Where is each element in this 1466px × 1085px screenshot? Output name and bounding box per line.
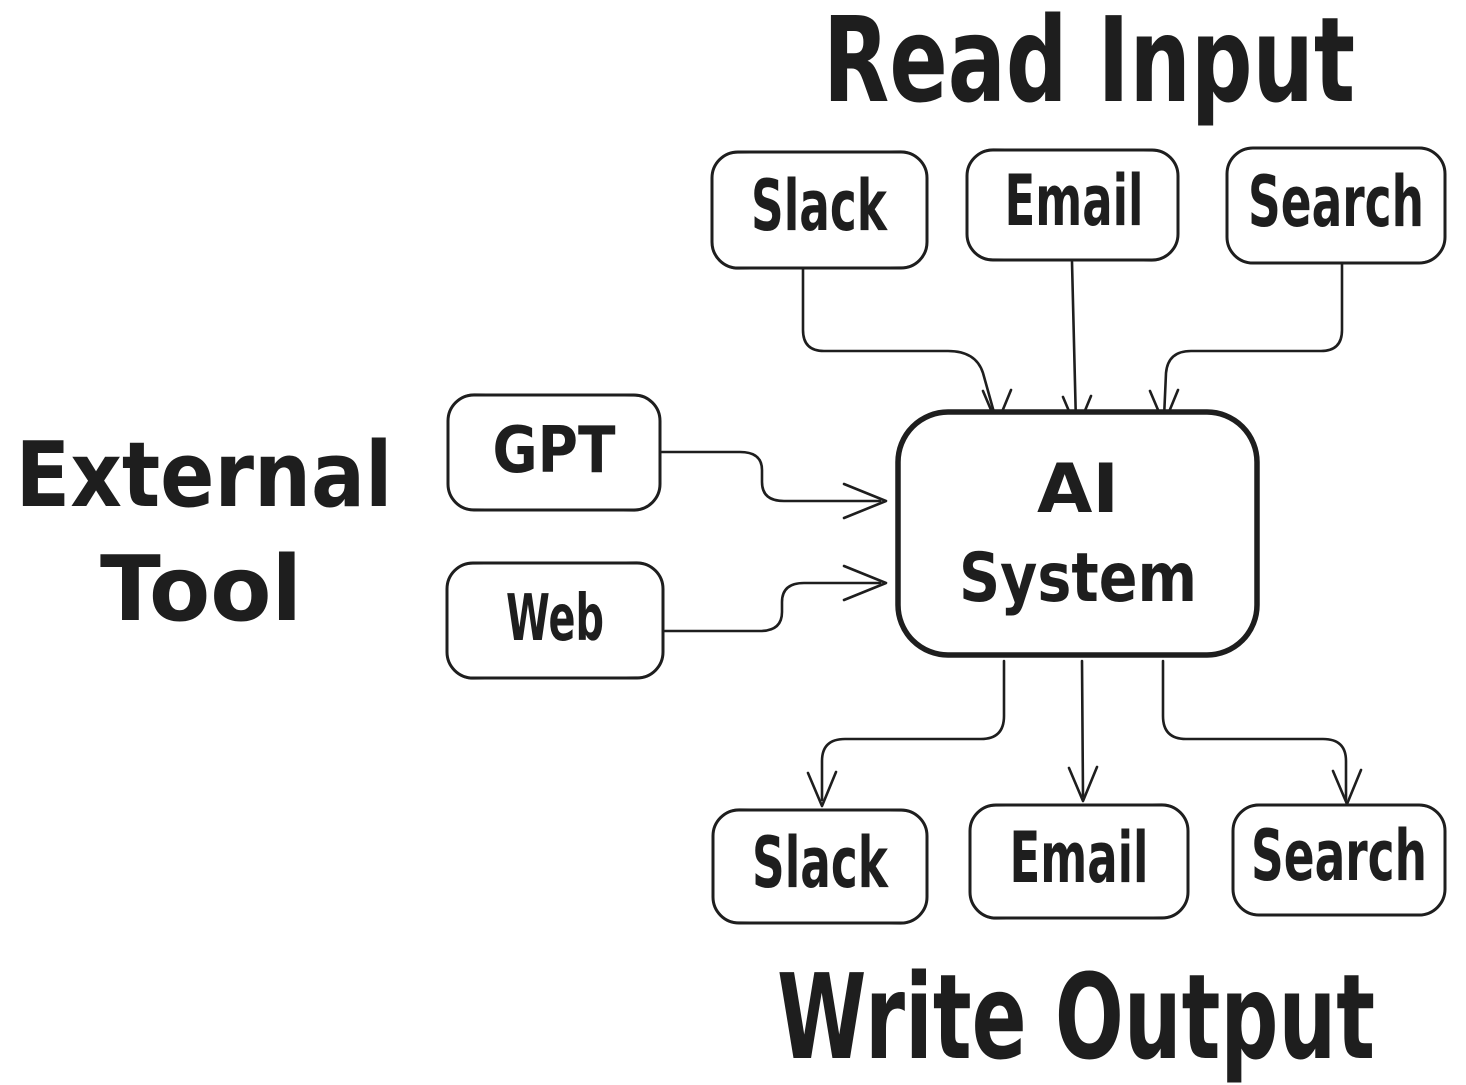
arrow-ai-to-output-search — [1161, 659, 1363, 806]
arrow-line — [1161, 659, 1348, 801]
arrow-line — [663, 581, 882, 633]
node-ai-system-label-line1: AI — [1037, 450, 1119, 529]
node-output-search: Search — [1231, 803, 1447, 917]
arrow-line — [660, 450, 882, 503]
node-web: Web — [445, 561, 665, 680]
arrow-web-to-ai — [663, 564, 888, 633]
node-box-sketch — [710, 150, 929, 270]
arrow-line — [801, 266, 997, 418]
arrow-input-slack-to-ai — [801, 266, 1013, 426]
node-box-sketch — [1226, 146, 1446, 265]
node-box-sketch — [966, 148, 1179, 262]
arrow-line — [1162, 262, 1344, 420]
title-external-tool: External Tool — [16, 423, 393, 642]
node-input-slack: Slack — [710, 150, 929, 270]
arrow-input-email-to-ai — [1061, 260, 1093, 432]
arrow-line — [820, 659, 1006, 802]
arrow-ai-to-output-slack — [806, 659, 1006, 808]
arrow-line — [1070, 260, 1078, 426]
node-input-slack-label: Slack — [751, 165, 888, 247]
node-box-sketch — [1232, 803, 1446, 917]
node-output-search-label: Search — [1251, 815, 1427, 897]
node-input-email: Email — [965, 148, 1180, 262]
node-output-slack: Slack — [711, 808, 929, 925]
node-input-search: Search — [1225, 146, 1447, 265]
node-box-sketch — [896, 410, 1259, 657]
node-input-search-label: Search — [1248, 161, 1424, 243]
title-write-output: Write Output — [777, 948, 1375, 1085]
node-box-sketch — [711, 808, 929, 925]
node-box-sketch — [446, 393, 662, 512]
node-box — [895, 409, 1260, 658]
arrow-input-search-to-ai — [1148, 262, 1344, 426]
title-read-input: Read Input — [823, 0, 1355, 129]
title-external-tool-line1: External — [16, 423, 393, 528]
arrow-ai-to-output-email — [1067, 659, 1099, 803]
node-box-sketch — [445, 561, 665, 680]
node-output-email: Email — [968, 803, 1190, 920]
title-external-tool-line2: Tool — [100, 537, 302, 642]
arrow-gpt-to-ai — [660, 450, 888, 520]
arrowhead-right-icon — [842, 564, 888, 602]
arrow-line — [1080, 659, 1085, 798]
arrowhead-down-icon — [1067, 765, 1099, 803]
node-web-label: Web — [506, 582, 604, 656]
node-ai-system: AI System — [895, 409, 1260, 658]
node-input-email-label: Email — [1005, 160, 1144, 242]
node-gpt: GPT — [446, 393, 662, 512]
node-box-sketch — [968, 803, 1190, 920]
node-output-email-label: Email — [1010, 817, 1149, 899]
arrowhead-right-icon — [842, 482, 888, 520]
node-output-slack-label: Slack — [752, 822, 889, 904]
arrowhead-down-icon — [806, 770, 838, 808]
node-ai-system-label-line2: System — [959, 539, 1197, 618]
node-gpt-label: GPT — [493, 414, 616, 488]
